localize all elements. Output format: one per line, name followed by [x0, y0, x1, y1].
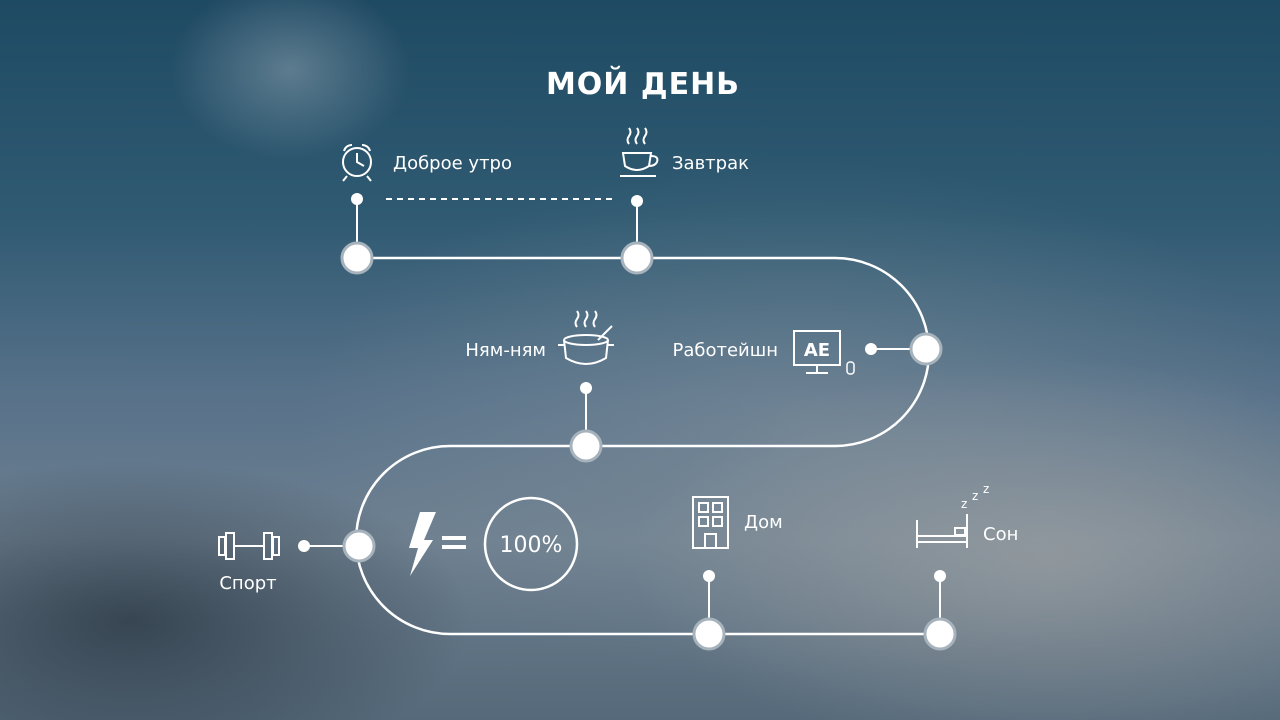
- page-title: МОЙ ДЕНЬ: [546, 66, 740, 102]
- node-sleep: [923, 617, 957, 651]
- label-morning: Доброе утро: [393, 153, 512, 174]
- node-home: [692, 617, 726, 651]
- energy-circle: [483, 496, 579, 592]
- label-lunch: Ням-ням: [465, 340, 546, 361]
- coffee-cup-icon: [620, 127, 659, 177]
- bed-icon: [916, 514, 968, 548]
- energy-value: 100%: [500, 533, 563, 558]
- label-breakfast: Завтрак: [672, 153, 749, 174]
- monitor-icon: AE: [793, 330, 855, 375]
- pot-icon: [558, 310, 614, 365]
- node-morning: [340, 241, 374, 275]
- dumbbell-icon: [218, 532, 280, 560]
- svg-text:z: z: [983, 482, 989, 496]
- svg-text:z: z: [972, 489, 978, 503]
- svg-text:z: z: [961, 497, 967, 511]
- zzz-icon: z z z: [961, 482, 989, 511]
- node-lunch: [569, 429, 603, 463]
- label-sport: Спорт: [219, 573, 276, 594]
- label-home: Дом: [744, 512, 783, 533]
- node-work: [909, 332, 943, 366]
- stem-dots: [298, 193, 946, 582]
- monitor-app-label: AE: [804, 340, 830, 361]
- stems: [304, 200, 941, 619]
- label-work: Работейшн: [673, 340, 779, 361]
- alarm-clock-icon: [342, 144, 372, 182]
- label-sleep: Сон: [983, 524, 1018, 545]
- node-sport: [342, 529, 376, 563]
- building-icon: [692, 496, 729, 549]
- lightning-icon: [409, 512, 466, 576]
- timeline-path: [354, 256, 940, 636]
- node-breakfast: [620, 241, 654, 275]
